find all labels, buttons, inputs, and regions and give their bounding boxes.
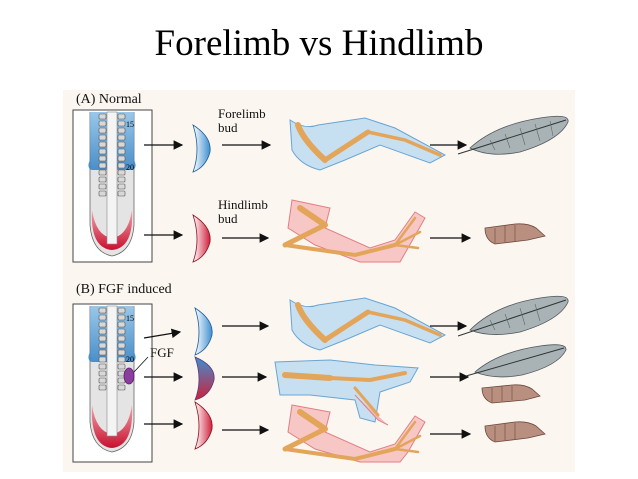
leg-skeleton-b	[282, 404, 426, 463]
wing-skeleton-a	[289, 117, 447, 171]
wing-skeleton-b	[289, 297, 447, 351]
hindlimb-bud-a	[192, 214, 211, 263]
fgf-pointer-line	[133, 356, 149, 373]
embryo-a: 15 20	[72, 109, 153, 263]
fgf-label: FGF	[150, 345, 174, 360]
hindlimb-bud-b	[194, 401, 213, 450]
fgf-bead	[123, 367, 135, 385]
forelimb-bud-a	[192, 124, 211, 173]
scale-foot-b-middle	[481, 384, 541, 404]
somite-20-b: 20	[126, 355, 134, 364]
somite-15-b: 15	[126, 314, 134, 323]
feather-b-top	[457, 295, 569, 337]
ectopic-limb-skeleton-b	[274, 359, 419, 426]
slide-title: Forelimb vs Hindlimb	[154, 23, 484, 64]
feather-a	[457, 115, 569, 155]
embryo-b: 15 20	[72, 303, 153, 463]
somite-20-a: 20	[126, 163, 134, 172]
somite-15-a: 15	[126, 120, 134, 129]
ectopic-bud-b	[194, 356, 215, 401]
forelimb-bud-b	[194, 307, 213, 356]
scale-foot-b-bottom	[484, 421, 546, 443]
hindlimb-bud-label-line1: Hindlimb	[218, 197, 268, 212]
somites-b	[98, 307, 126, 391]
panel-a-label: (A) Normal	[76, 92, 142, 107]
arrow-b-embryo-forelimb	[143, 328, 182, 339]
somites-a	[98, 113, 126, 197]
feather-b-middle	[465, 344, 567, 378]
panel-b-label: (B) FGF induced	[76, 282, 172, 297]
forelimb-bud-label-line2: bud	[218, 120, 238, 135]
leg-skeleton-a	[282, 199, 426, 263]
forelimb-bud-label-line1: Forelimb	[218, 106, 266, 121]
hindlimb-bud-label-line2: bud	[218, 211, 238, 226]
scale-foot-a	[484, 223, 546, 245]
